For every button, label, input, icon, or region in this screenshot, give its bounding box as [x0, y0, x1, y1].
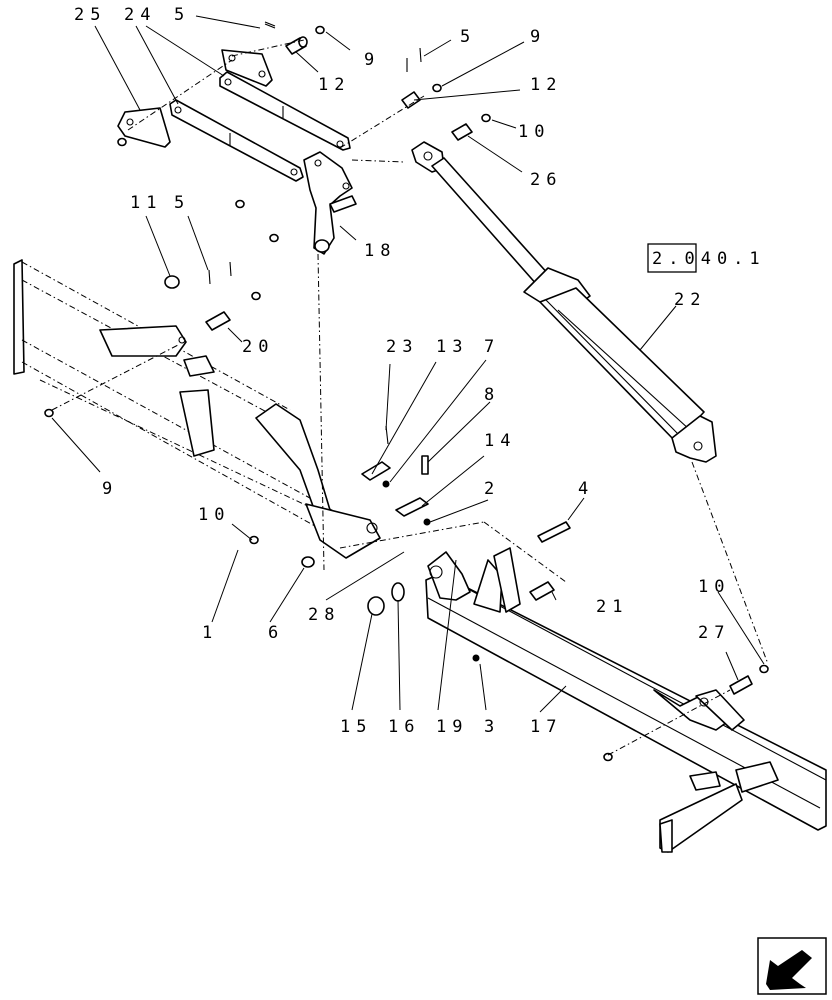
label-7: 7 — [484, 337, 500, 357]
bracket-18 — [303, 151, 357, 255]
label-9b: 9 — [530, 27, 546, 47]
link-bar-24-upper — [219, 71, 351, 151]
centerline-top — [231, 39, 305, 57]
washer-10-mid — [249, 535, 259, 545]
centerline-frame — [339, 521, 485, 549]
cotter-5-left — [208, 261, 232, 285]
label-5c: 5 — [174, 193, 190, 213]
label-21: 21 — [596, 597, 628, 617]
label-17: 17 — [530, 717, 562, 737]
label-18: 18 — [364, 241, 396, 261]
pin-13 — [361, 461, 391, 481]
label-9a: 9 — [364, 50, 380, 70]
bushing-16 — [391, 582, 405, 602]
centerline-upper — [127, 59, 233, 131]
label-19: 19 — [436, 717, 468, 737]
label-11: 11 — [130, 193, 162, 213]
label-27: 27 — [698, 623, 730, 643]
pin-21 — [529, 581, 555, 601]
washer-9-left — [44, 408, 54, 418]
pin-20 — [205, 311, 231, 331]
label-2: 2 — [484, 479, 500, 499]
washer-9-upper — [315, 25, 325, 35]
nut-6 — [301, 556, 315, 568]
label-4: 4 — [578, 479, 594, 499]
callout-labels: 25 24 5 9 12 5 9 12 10 26 11 5 18 22 20 … — [74, 5, 730, 737]
label-26: 26 — [530, 170, 562, 190]
label-9c: 9 — [102, 479, 118, 499]
label-16: 16 — [388, 717, 420, 737]
washer-10-right — [759, 664, 769, 674]
centerline-18 — [317, 253, 325, 571]
nut-upper-left — [117, 137, 127, 147]
leader-lines — [51, 15, 765, 713]
nut-7 — [382, 480, 390, 488]
label-12b: 12 — [530, 75, 562, 95]
label-15: 15 — [340, 717, 372, 737]
bushing-11 — [164, 275, 180, 289]
label-1: 1 — [202, 623, 218, 643]
label-24: 24 — [124, 5, 156, 25]
label-10a: 10 — [518, 122, 550, 142]
label-6: 6 — [268, 623, 284, 643]
label-5b: 5 — [460, 27, 476, 47]
nut-3 — [472, 654, 480, 662]
reference-box: 2.040.1 — [647, 243, 766, 273]
nut-18-left — [269, 233, 279, 243]
frame-17 — [425, 547, 827, 853]
bolt-8 — [421, 455, 429, 475]
pin-12-upper — [285, 36, 308, 55]
nut-2 — [423, 518, 431, 526]
label-20: 20 — [242, 337, 274, 357]
bolt-4 — [537, 521, 571, 543]
pin-14 — [395, 497, 429, 517]
link-plate-top — [221, 49, 273, 87]
label-25: 25 — [74, 5, 106, 25]
centerline-frame2 — [483, 521, 567, 583]
pin-12-right — [401, 91, 421, 109]
label-23: 23 — [386, 337, 418, 357]
label-3: 3 — [484, 717, 500, 737]
washer-15 — [367, 596, 385, 616]
label-10c: 10 — [698, 577, 730, 597]
nut-lower-right — [603, 752, 613, 762]
label-5a: 5 — [174, 5, 190, 25]
label-12a: 12 — [318, 75, 350, 95]
pin-26 — [451, 123, 473, 141]
centerline-pivot — [339, 95, 425, 149]
cotter-5-upper — [264, 21, 276, 29]
label-8: 8 — [484, 385, 500, 405]
hydraulic-cylinder-22 — [411, 141, 717, 463]
label-14: 14 — [484, 431, 516, 451]
pin-27 — [729, 675, 753, 695]
link-plate-25 — [117, 107, 171, 148]
centerline-cyl — [691, 461, 769, 665]
label-10b: 10 — [198, 505, 230, 525]
main-frame-left — [13, 259, 381, 559]
label-28: 28 — [308, 605, 340, 625]
washer-20 — [251, 291, 261, 301]
label-13: 13 — [436, 337, 468, 357]
next-page-arrow-icon[interactable] — [757, 937, 827, 995]
centerline-left — [51, 343, 181, 411]
washer-10-upper — [481, 113, 491, 123]
nut-mid-left — [235, 199, 245, 209]
cotter-5-right — [406, 47, 422, 72]
centerline-cyl-rod — [351, 159, 405, 163]
centerline-pin27 — [607, 689, 731, 756]
label-22: 22 — [674, 290, 706, 310]
washer-9-right — [432, 83, 442, 93]
reference-label: 2.040.1 — [652, 249, 766, 269]
